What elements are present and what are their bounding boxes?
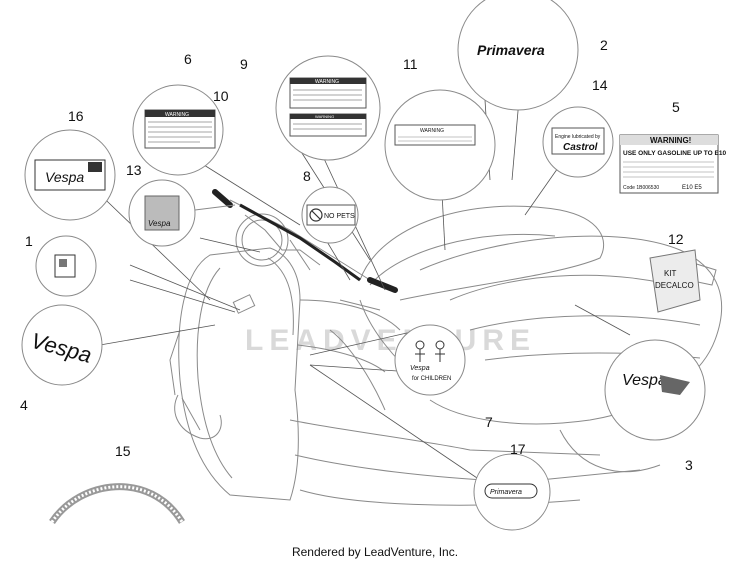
callout-number-15: 15 [115, 443, 131, 459]
decal-14-brand: Castrol [563, 142, 598, 153]
callout-circle-4: Vespa [21, 304, 103, 386]
callout-circle-6: WARNING [132, 84, 224, 176]
decal-14-line1: Engine lubricated by [555, 134, 601, 140]
callout-number-1: 1 [25, 233, 33, 249]
decal-5-code-right: E10 E5 [682, 185, 702, 191]
decal-12-line2: DECALCO [655, 281, 694, 290]
footer-credit: Rendered by LeadVenture, Inc. [291, 545, 459, 559]
callout-number-12: 12 [668, 231, 684, 247]
callout-number-16: 16 [68, 108, 84, 124]
decal-10-title: WARNING [315, 114, 334, 119]
decal-2-script: Primavera [477, 42, 545, 58]
callout-number-11: 11 [403, 56, 418, 72]
callout-circle-11: WARNING [384, 89, 496, 201]
watermark: LEADVENTURE [245, 324, 536, 357]
decal-5-body: USE ONLY GASOLINE UP TO E10 [623, 150, 726, 157]
callout-circle-13: Vespa [128, 179, 196, 247]
decal-12-line1: KIT [664, 269, 677, 278]
decal-12: KIT DECALCO [649, 249, 701, 313]
decal-3-script: Vespa [622, 372, 667, 389]
decal-15-stripe [49, 483, 185, 525]
decal-11-title: WARNING [420, 128, 444, 134]
callout-number-5: 5 [672, 99, 680, 115]
callout-circle-2: Primavera [457, 0, 579, 111]
decal-17-script: Primavera [490, 489, 522, 496]
decal-16-script: Vespa [45, 169, 84, 185]
callout-number-14: 14 [592, 77, 608, 93]
decal-7-script: Vespa [410, 365, 430, 372]
callout-number-9: 9 [240, 56, 248, 72]
callout-number-4: 4 [20, 397, 28, 413]
callout-circle-3: Vespa [604, 339, 706, 441]
callout-numbers: 1 2 3 4 5 6 7 8 9 10 11 12 13 14 15 16 1… [20, 37, 693, 473]
callout-number-17: 17 [510, 441, 526, 457]
decal-5-code-left: Code 1B006530 [623, 185, 659, 191]
callout-circle-7: Vespa for CHILDREN [394, 324, 466, 396]
callout-number-6: 6 [184, 51, 192, 67]
decal-9-title: WARNING [315, 79, 339, 85]
scooter-outline [169, 189, 723, 506]
callout-number-3: 3 [685, 457, 693, 473]
callout-circle-9-10: WARNING WARNING [275, 55, 381, 161]
decal-5-title: WARNING! [650, 136, 691, 145]
callout-circle-8: NO PETS [301, 186, 359, 244]
callout-circle-17: Primavera [473, 453, 551, 531]
decal-6-title: WARNING [165, 112, 189, 118]
decal-7-text: for CHILDREN [412, 376, 451, 382]
callout-number-7: 7 [485, 414, 493, 430]
callout-number-10: 10 [213, 88, 229, 104]
callout-number-8: 8 [303, 168, 311, 184]
callout-number-13: 13 [126, 162, 142, 178]
callout-circle-16: Vespa [24, 129, 116, 221]
decal-5: WARNING! USE ONLY GASOLINE UP TO E10 Cod… [619, 134, 726, 194]
callout-number-2: 2 [600, 37, 608, 53]
callout-circle-14: Engine lubricated by Castrol [542, 106, 614, 178]
decal-8-text: NO PETS [324, 213, 355, 220]
callout-circle-1 [35, 235, 97, 297]
decal-13-script: Vespa [148, 219, 171, 228]
